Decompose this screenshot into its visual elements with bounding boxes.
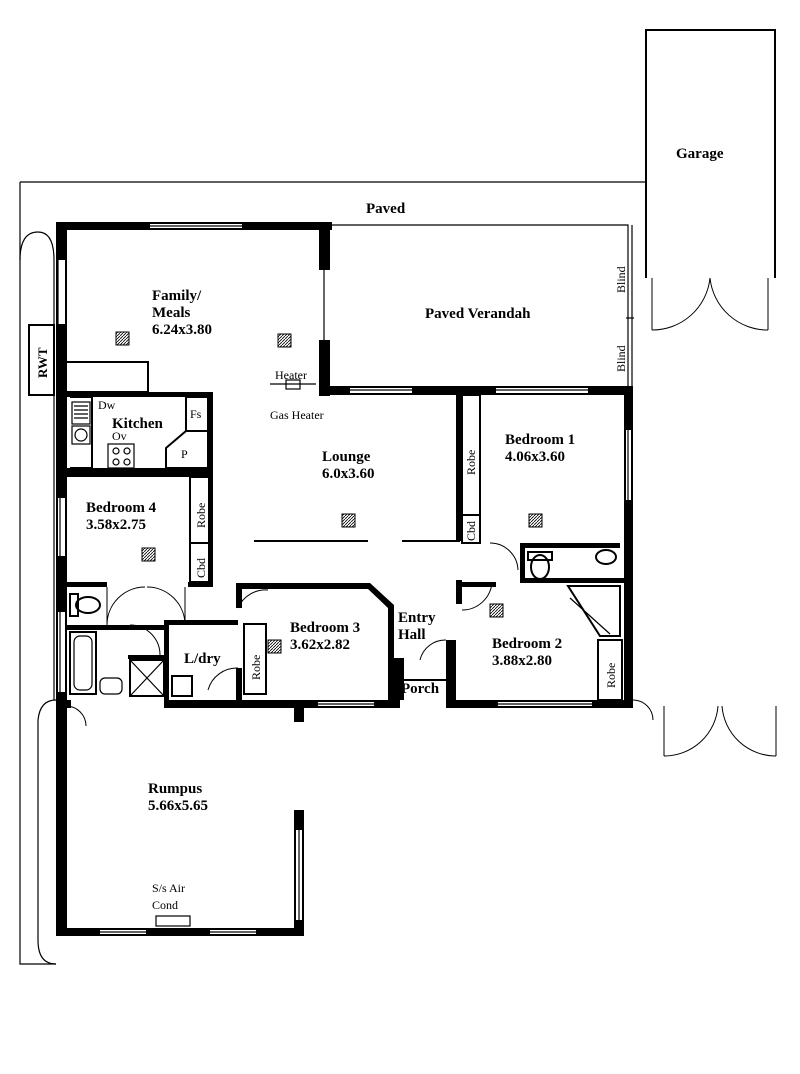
- bedroom2-label: Bedroom 2: [492, 636, 562, 652]
- oven-label: Ov: [112, 429, 127, 443]
- bedroom2-robe-label: Robe: [604, 663, 618, 688]
- lounge-label: Lounge: [322, 449, 371, 465]
- rain-water-tank: [28, 324, 55, 396]
- interior-walls: [67, 361, 624, 927]
- bedroom3-robe-label: Robe: [249, 655, 263, 680]
- entry-label-line2: Hall: [398, 627, 426, 643]
- kitchen-appliances: [71, 401, 131, 466]
- laundry-label: L/dry: [184, 651, 221, 667]
- bedroom4-size: 3.58x2.75: [86, 517, 146, 533]
- pantry-label: P: [181, 447, 188, 461]
- aircon-label-line2: Cond: [152, 898, 178, 912]
- doors: [65, 542, 777, 757]
- fixture-labels: RWT Dw Ov Fs P Heater Gas Heater Blind B…: [35, 266, 628, 912]
- garage: [645, 29, 776, 331]
- heater-label: Heater: [275, 368, 307, 382]
- room-labels: Garage Paved Paved Verandah Family/ Meal…: [86, 146, 724, 814]
- rwt-label: RWT: [35, 347, 50, 378]
- boundary-fence: [19, 181, 646, 965]
- bedroom3-label: Bedroom 3: [290, 620, 360, 636]
- bedroom1-robe-label: Robe: [464, 450, 478, 475]
- family-label-line1: Family/: [152, 288, 202, 304]
- bedroom1-size: 4.06x3.60: [505, 449, 565, 465]
- lounge-size: 6.0x3.60: [322, 466, 375, 482]
- toilets: [69, 549, 617, 617]
- dishwasher-label: Dw: [98, 398, 116, 412]
- bedroom2-size: 3.88x2.80: [492, 653, 552, 669]
- gas-heater-label: Gas Heater: [270, 408, 324, 422]
- bedroom4-cupboard-label: Cbd: [194, 558, 208, 578]
- rumpus-label: Rumpus: [148, 781, 202, 797]
- rumpus-size: 5.66x5.65: [148, 798, 208, 814]
- blind-lower-label: Blind: [614, 345, 628, 372]
- windows: [57, 224, 631, 934]
- bedroom1-label: Bedroom 1: [505, 432, 575, 448]
- bedroom4-label: Bedroom 4: [86, 500, 157, 516]
- aircon-label-line1: S/s Air: [152, 881, 185, 895]
- entry-label-line1: Entry: [398, 610, 436, 626]
- porch-label: Porch: [401, 681, 440, 697]
- paved-label: Paved: [366, 201, 406, 217]
- kitchen-label: Kitchen: [112, 416, 163, 432]
- family-label-line2: Meals: [152, 305, 190, 321]
- bedroom1-cupboard-label: Cbd: [464, 521, 478, 541]
- bedroom4-robe-label: Robe: [194, 503, 208, 528]
- garage-label: Garage: [676, 146, 724, 162]
- fridge-space-label: Fs: [190, 407, 202, 421]
- light-fixtures: [115, 331, 543, 654]
- verandah-label: Paved Verandah: [425, 306, 531, 322]
- blind-upper-label: Blind: [614, 266, 628, 293]
- paved-verandah: [323, 224, 634, 386]
- bedroom3-size: 3.62x2.82: [290, 637, 350, 653]
- family-size: 6.24x3.80: [152, 322, 212, 338]
